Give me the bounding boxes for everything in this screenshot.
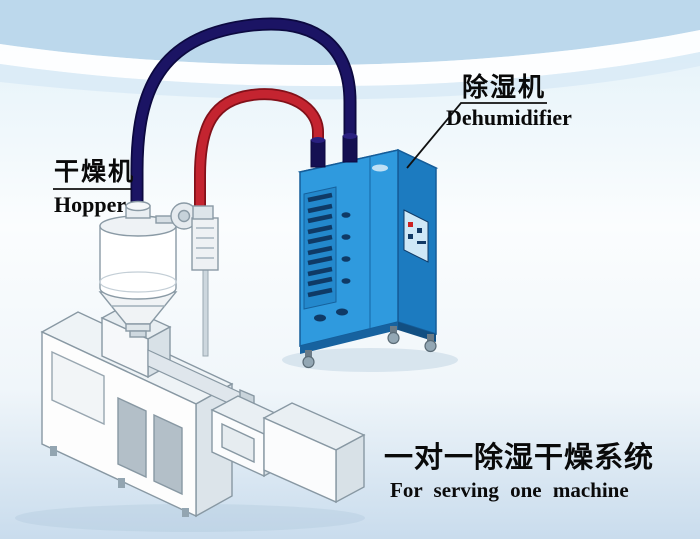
cabinet-base-side [398, 322, 436, 342]
return-air-pipe-navy [130, 17, 357, 222]
rightbox-front-face [263, 416, 337, 504]
machine-door-panel [117, 396, 147, 479]
extruder-machine [40, 305, 366, 518]
pipe-stub [310, 133, 358, 168]
midbox-panel [221, 422, 255, 464]
louver-vent-slats [307, 192, 333, 298]
small-vents [314, 212, 351, 322]
control-panel [403, 209, 429, 263]
leader-lines [53, 102, 547, 190]
machine-foot [50, 446, 57, 456]
machine-foot [182, 508, 189, 517]
dry-air-pipe-red [194, 88, 324, 212]
cabinet-base [300, 322, 398, 354]
dehumidifier-unit [297, 148, 439, 369]
machine-foot [118, 478, 125, 488]
hopper-neck-flange [129, 330, 147, 338]
machine-door-panel [153, 413, 183, 496]
hopper-body [99, 225, 177, 300]
dehumidifier-label-cn: 除湿机 [462, 73, 547, 103]
cabinet-logo-plate [372, 164, 388, 172]
floor-shadow [15, 348, 458, 532]
blower-top-cap [192, 205, 214, 220]
blower-body [191, 217, 219, 271]
leader-line-dehumidifier [406, 102, 547, 169]
hopper-label-en: Hopper [54, 192, 127, 217]
caster-wheel [302, 326, 437, 369]
loader-blower [155, 202, 219, 357]
hopper-label-cn: 干燥机 [54, 157, 136, 186]
machine-left-panel [51, 350, 105, 426]
caption-title-cn: 一对一除湿干燥系统 [384, 440, 655, 474]
caption-subtitle-en: For serving one machine [390, 478, 629, 502]
blower-mount-rod [202, 267, 209, 357]
dehumidifier-label-en: Dehumidifier [446, 105, 572, 130]
hopper-neck [125, 323, 151, 332]
